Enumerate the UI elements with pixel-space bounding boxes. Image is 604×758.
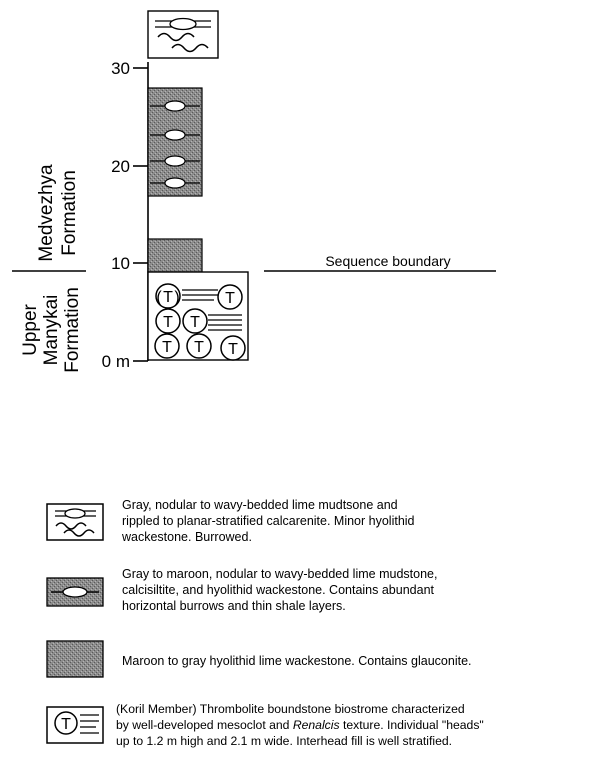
formation-labels: Medvezhya Formation Upper Manykai Format…	[12, 164, 86, 373]
legend-line: Gray to maroon, nodular to wavy-bedded l…	[122, 567, 438, 581]
formation-manykai-line3: Formation	[62, 287, 83, 373]
legend-text-gray-nodular-calcarenite: Gray, nodular to wavy-bedded lime mudtso…	[122, 497, 592, 545]
legend-line: Gray, nodular to wavy-bedded lime mudtso…	[122, 498, 398, 512]
nodule-row-2	[150, 129, 200, 141]
legend-text-nodular-gray-maroon: Gray to maroon, nodular to wavy-bedded l…	[122, 566, 592, 614]
formation-manykai-line2: Manykai	[41, 295, 62, 366]
legend-line: Maroon to gray hyolithid lime wackestone…	[122, 654, 472, 668]
legend-line: by well-developed mesoclot and Renalcis …	[116, 718, 484, 732]
legend-line: horizontal burrows and thin shale layers…	[122, 599, 346, 613]
legend-swatch-thrombolite: T	[46, 706, 104, 744]
axis-label-10: 10	[111, 254, 130, 273]
legend-line: rippled to planar-stratified calcarenite…	[122, 514, 415, 528]
svg-text:(: (	[156, 289, 162, 306]
legend-text-maroon-wackestone: Maroon to gray hyolithid lime wackestone…	[122, 653, 592, 669]
depth-axis: 0 m 10 20 30	[102, 59, 149, 371]
svg-text:T: T	[163, 314, 173, 331]
formation-medvezhya-line2: Formation	[59, 170, 80, 256]
legend-line: wackestone. Burrowed.	[122, 530, 252, 544]
column-unit-thrombolite: T ( ) T T T T T T	[147, 271, 249, 361]
svg-text:T: T	[190, 314, 200, 331]
legend-swatch-gray-nodular-calcarenite	[46, 503, 104, 541]
svg-text:T: T	[228, 341, 238, 358]
axis-label-0: 0 m	[102, 352, 130, 371]
column-unit-gray-nodular-calcarenite	[147, 10, 219, 59]
axis-label-20: 20	[111, 157, 130, 176]
nodule-row-1	[150, 100, 200, 112]
legend-swatch-maroon-wackestone	[46, 640, 104, 678]
nodule-row-4	[150, 177, 200, 189]
svg-text:T: T	[163, 289, 173, 306]
sequence-boundary: Sequence boundary	[264, 253, 496, 272]
thrombolite-head: T ( )	[155, 283, 181, 309]
svg-text:T: T	[225, 290, 235, 307]
legend-text-thrombolite: (Koril Member) Thrombolite boundstone bi…	[116, 701, 602, 749]
formation-medvezhya-line1: Medvezhya	[36, 164, 57, 262]
legend-swatch-nodular-gray-maroon	[46, 577, 104, 607]
sequence-boundary-label: Sequence boundary	[325, 253, 450, 269]
legend-line: up to 1.2 m high and 2.1 m wide. Interhe…	[116, 734, 453, 748]
axis-label-30: 30	[111, 59, 130, 78]
legend-line: calcisiltite, and hyolithid wackestone. …	[122, 583, 434, 597]
legend-line: (Koril Member) Thrombolite boundstone bi…	[116, 702, 465, 716]
renalcis-italic: Renalcis	[292, 718, 340, 732]
formation-manykai-line1: Upper	[20, 303, 41, 355]
column-unit-nodular-gray-maroon	[147, 87, 203, 197]
svg-text:T: T	[61, 716, 71, 733]
column-unit-maroon-wackestone	[147, 238, 203, 273]
svg-text:): )	[174, 289, 179, 306]
svg-text:T: T	[162, 339, 172, 356]
nodule-row-3	[150, 155, 200, 167]
svg-text:T: T	[194, 339, 204, 356]
